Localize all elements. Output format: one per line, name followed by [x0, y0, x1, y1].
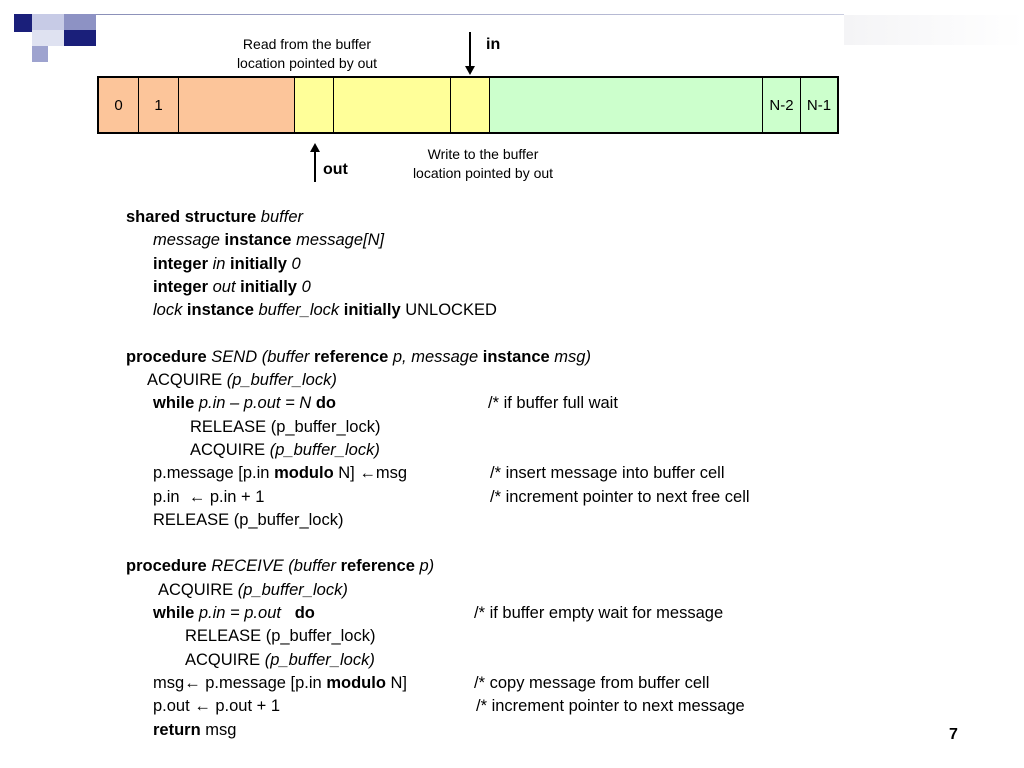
comment-copy-message: /* copy message from buffer cell	[474, 673, 710, 692]
comment-buffer-empty: /* if buffer empty wait for message	[474, 604, 724, 623]
code-line-integer-in: integer in initially 0	[153, 254, 301, 273]
comment-increment-free: /* increment pointer to next free cell	[490, 487, 750, 506]
in-arrow	[465, 32, 475, 75]
buffer-cell-read-area	[179, 78, 295, 132]
code-line-integer-out: integer out initially 0	[153, 277, 311, 296]
pseudocode-listing: shared structure buffer message instance…	[126, 206, 750, 742]
code-line-receive-acquire-inner: ACQUIRE (p_buffer_lock)	[185, 650, 375, 669]
buffer-cell-n-1: N-1	[801, 78, 837, 132]
buffer-cell-filled	[334, 78, 451, 132]
header-fade	[844, 15, 1024, 45]
code-line-send-insert: p.message [p.in modulo N] ←msg/* insert …	[126, 462, 724, 485]
buffer-cell-n-2: N-2	[763, 78, 801, 132]
buffer-cell-free	[490, 78, 763, 132]
comment-buffer-full: /* if buffer full wait	[488, 394, 618, 413]
code-line-receive-return: return msg	[153, 720, 237, 739]
buffer-cell-1: 1	[139, 78, 179, 132]
code-line-receive-copy: msg← p.message [p.in modulo N]/* copy me…	[126, 672, 709, 695]
corner-square-mid-2	[32, 46, 48, 62]
comment-increment-next: /* increment pointer to next message	[476, 697, 745, 716]
out-label: out	[323, 161, 348, 178]
corner-square-pale	[32, 30, 64, 46]
code-line-lock-instance: lock instance buffer_lock initially UNLO…	[153, 301, 497, 320]
corner-square-light	[32, 14, 64, 30]
comment-insert-message: /* insert message into buffer cell	[490, 464, 725, 483]
buffer-cell-out	[295, 78, 334, 132]
read-note: Read from the buffer location pointed by…	[236, 36, 378, 71]
write-note: Write to the buffer location pointed by …	[412, 146, 554, 181]
corner-square-navy	[14, 14, 32, 32]
buffer-cell-0: 0	[99, 78, 139, 132]
code-line-receive-release-inner: RELEASE (p_buffer_lock)	[185, 627, 376, 646]
code-line-send-increment: p.in ← p.in + 1/* increment pointer to n…	[126, 486, 750, 509]
code-line-send-acquire-inner: ACQUIRE (p_buffer_lock)	[190, 440, 380, 459]
code-line-receive-while: while p.in = p.out do/* if buffer empty …	[126, 602, 723, 625]
code-line-shared-structure: shared structure buffer	[126, 208, 303, 226]
page-number: 7	[949, 726, 958, 743]
in-label: in	[486, 36, 501, 53]
corner-square-navy-2	[64, 30, 96, 46]
code-line-send-acquire: ACQUIRE (p_buffer_lock)	[147, 371, 337, 390]
code-line-procedure-send: procedure SEND (buffer reference p, mess…	[126, 347, 591, 366]
out-arrow	[310, 143, 320, 182]
code-line-receive-acquire: ACQUIRE (p_buffer_lock)	[158, 580, 348, 599]
header-rule	[96, 14, 844, 15]
code-line-receive-increment: p.out ← p.out + 1/* increment pointer to…	[126, 695, 745, 718]
code-line-send-release: RELEASE (p_buffer_lock)	[153, 510, 344, 529]
code-line-message-instance: message instance message[N]	[153, 231, 385, 250]
code-line-procedure-receive: procedure RECEIVE (buffer reference p)	[126, 557, 435, 576]
circular-buffer: 0 1 N-2 N-1	[97, 76, 839, 134]
code-line-send-release-inner: RELEASE (p_buffer_lock)	[190, 417, 381, 436]
code-line-send-while: while p.in – p.out = N do/* if buffer fu…	[126, 392, 618, 415]
buffer-cell-before-in	[451, 78, 490, 132]
